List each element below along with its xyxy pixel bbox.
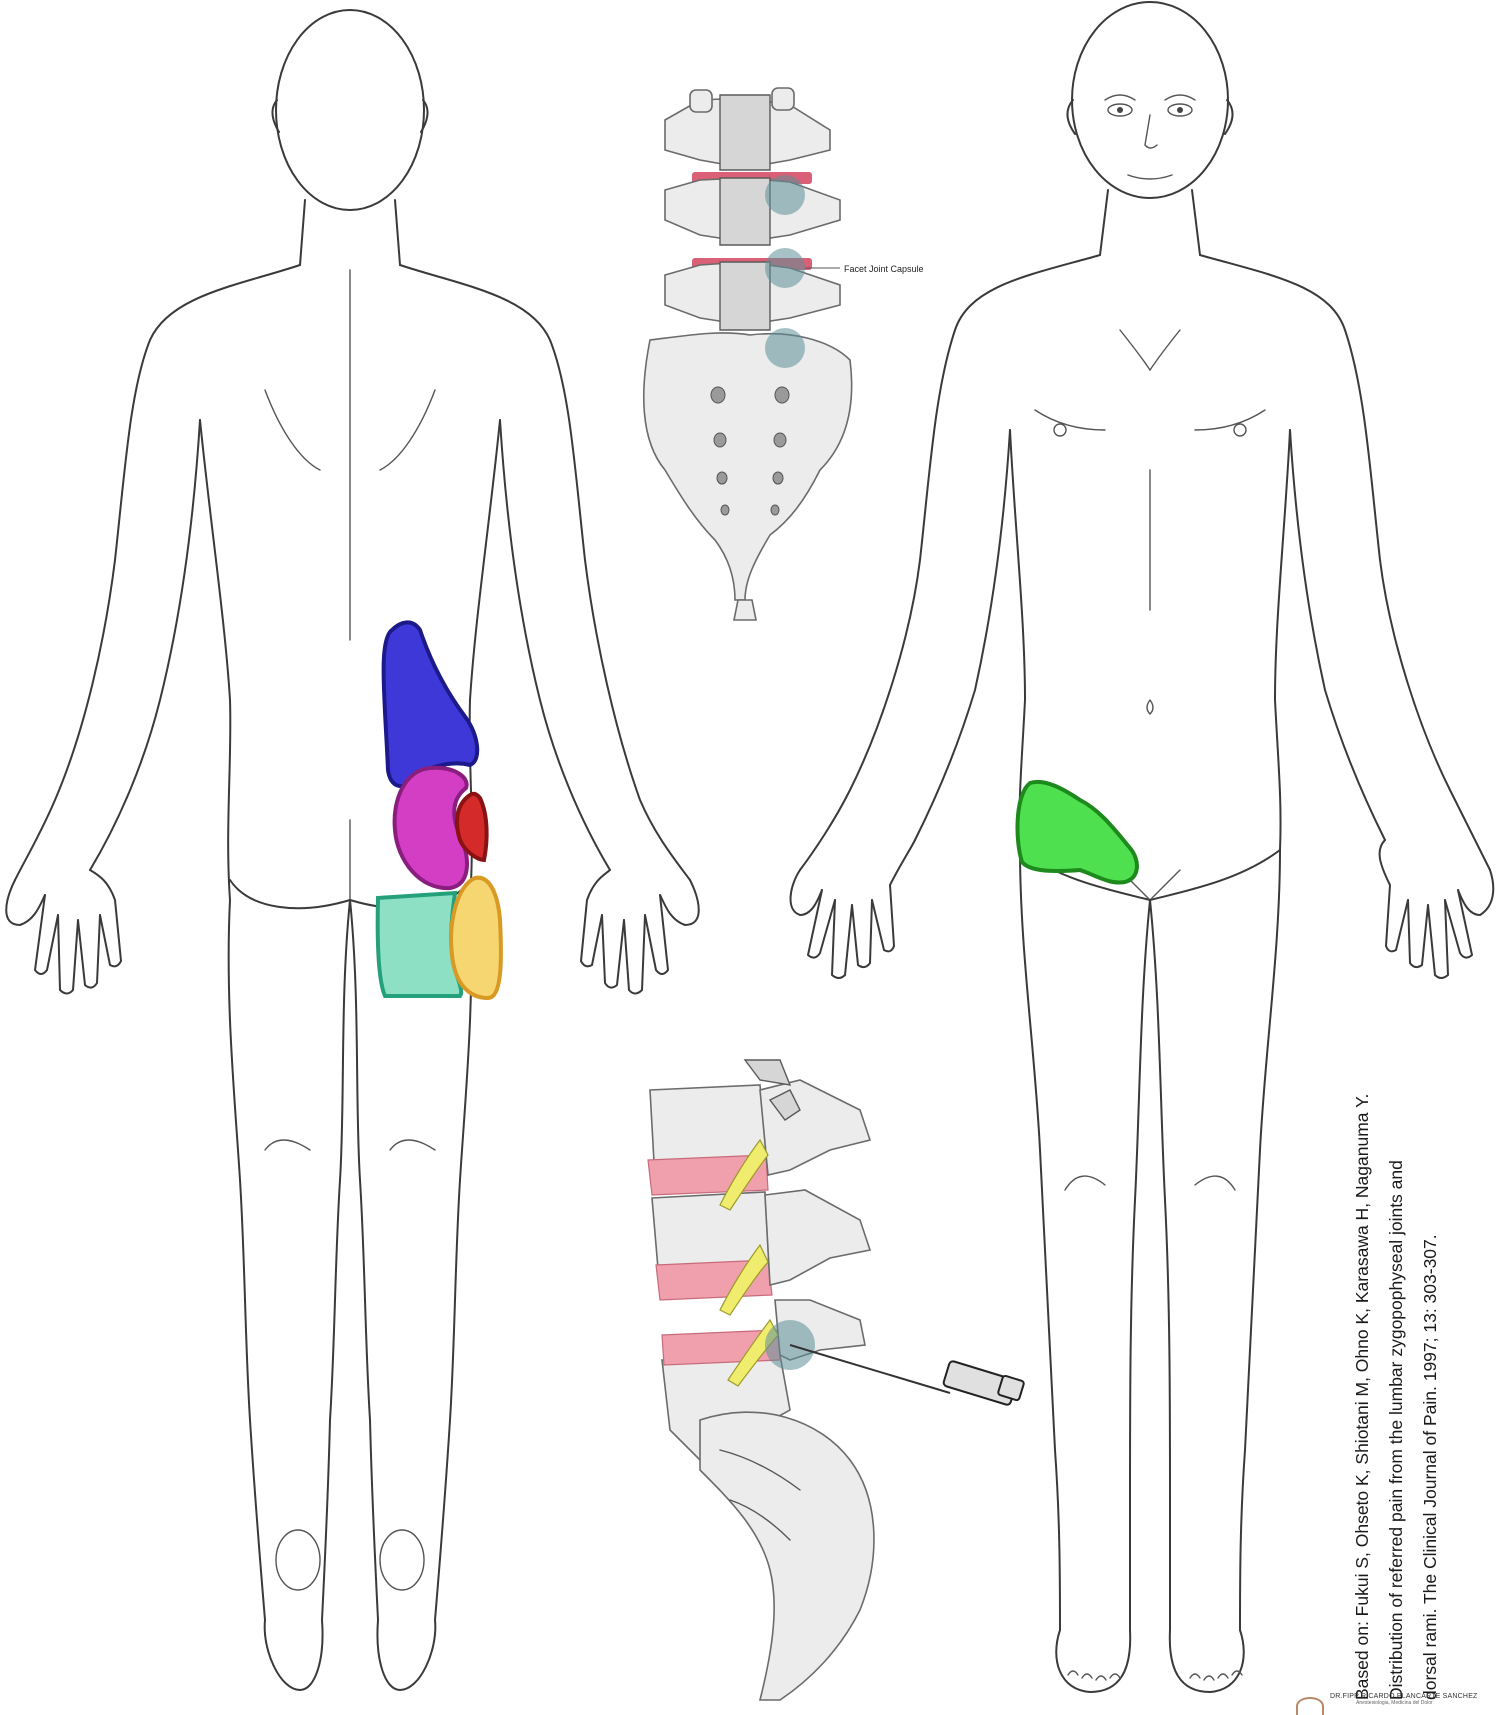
spine-posterior-illustration: Facet Joint Capsule xyxy=(644,88,924,620)
spine-lateral-illustration xyxy=(648,1060,1024,1700)
facet-joint-capsule-label: Facet Joint Capsule xyxy=(844,264,924,274)
body-posterior-view xyxy=(6,10,699,1690)
citation-line-2: Distribution of referred pain from the l… xyxy=(1379,940,1413,1700)
citation-text: Based on: Fukui S, Ohseto K, Shiotani M,… xyxy=(1345,940,1447,1700)
citation-line-1: Based on: Fukui S, Ohseto K, Shiotani M,… xyxy=(1345,940,1379,1700)
citation-line-3: dorsal rami. The Clinical Journal of Pai… xyxy=(1413,940,1447,1700)
author-name: DR.FIPP RICARDO PLANCARTE SANCHEZ xyxy=(1330,1693,1478,1700)
pain-regions-posterior xyxy=(378,622,501,998)
pain-region-green xyxy=(1017,782,1136,883)
clinic-logo-icon xyxy=(1296,1697,1324,1715)
pain-region-teal xyxy=(378,893,462,996)
author-signature: DR.FIPP RICARDO PLANCARTE SANCHEZ Aneste… xyxy=(1296,1693,1478,1715)
pain-region-blue xyxy=(384,622,478,786)
pain-region-yellow xyxy=(451,878,501,998)
author-subtitle: Anestesiologia, Medicina del Dolor xyxy=(1356,1700,1478,1706)
